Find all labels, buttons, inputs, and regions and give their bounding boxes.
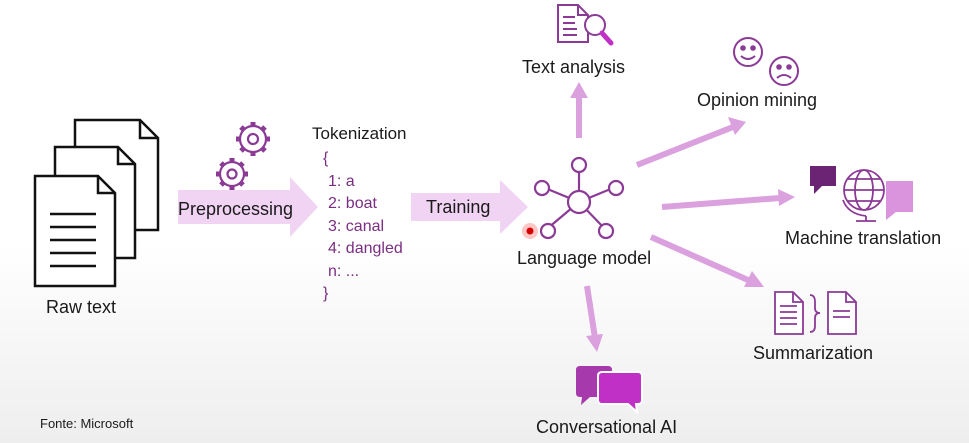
globe-speech-bubbles-icon: [810, 166, 913, 222]
preprocessing-arrow: [178, 177, 318, 237]
text-analysis-label: Text analysis: [522, 57, 626, 77]
token-item: 2: boat: [328, 195, 377, 212]
token-open-brace: {: [323, 150, 329, 167]
network-hub-icon: [533, 156, 625, 240]
machine-translation-label: Machine translation: [785, 228, 942, 248]
tokenization-block: Tokenization { 1: a 2: boat 3: canal 4: …: [312, 124, 407, 306]
documents-summary-icon: [774, 291, 857, 335]
happy-sad-faces-icon: [733, 37, 799, 86]
training-arrow: [411, 180, 528, 234]
raw-text-label: Raw text: [46, 297, 117, 317]
token-close-brace: }: [323, 285, 329, 302]
summarization-label: Summarization: [753, 343, 874, 363]
arrow-to-summarization: [649, 234, 764, 287]
chat-bubbles-icon: [576, 366, 643, 415]
gears-icon: [216, 122, 270, 190]
token-item: 3: canal: [328, 217, 385, 235]
arrow-to-text-analysis: [570, 82, 588, 138]
magnifier-document-icon: [557, 4, 614, 46]
arrow-to-conversational-ai: [584, 285, 603, 352]
cursor-dot: [522, 223, 538, 239]
preprocessing-label: Preprocessing: [178, 199, 294, 219]
training-label: Training: [426, 197, 491, 217]
opinion-mining-label: Opinion mining: [697, 90, 818, 110]
token-item: 1: a: [328, 172, 355, 190]
token-item: 4: dangled: [328, 240, 403, 257]
token-item: n: ...: [328, 262, 360, 280]
conversational-ai-label: Conversational AI: [536, 417, 678, 437]
arrow-to-opinion-mining: [635, 117, 746, 168]
arrow-to-machine-translation: [661, 189, 795, 210]
source-caption: Fonte: Microsoft: [40, 416, 134, 431]
tokenization-title: Tokenization: [312, 124, 407, 143]
language-model-label: Language model: [517, 248, 652, 268]
document-stack-icon: [33, 118, 160, 288]
